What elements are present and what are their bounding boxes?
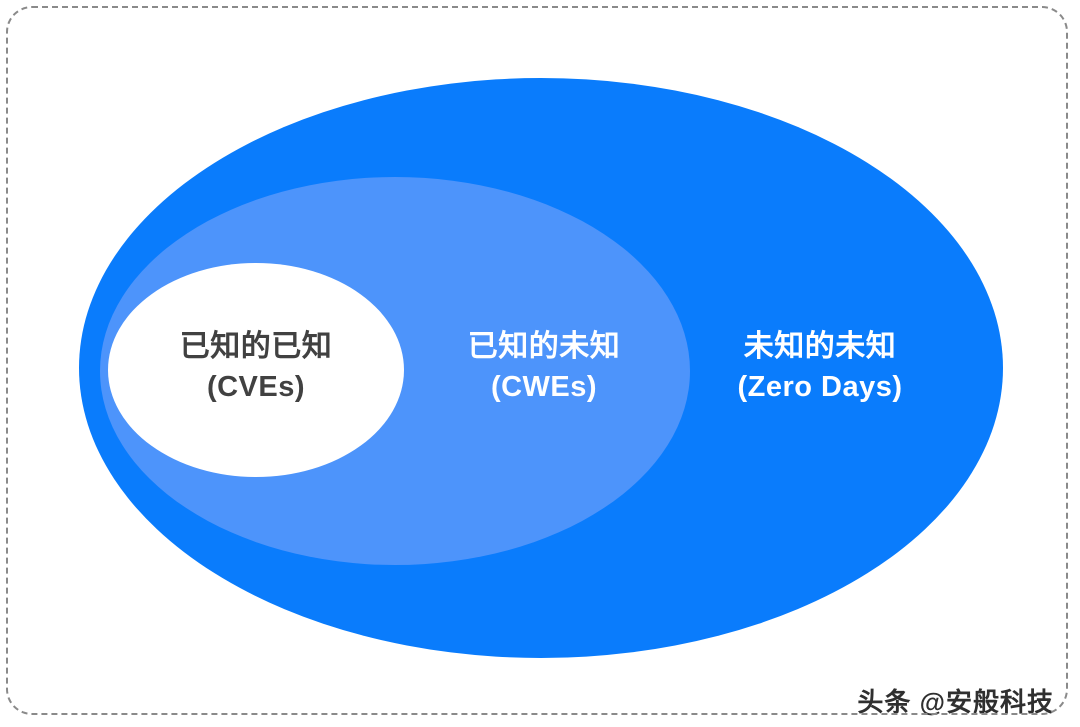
label-known-unknowns: 已知的未知 (CWEs) <box>438 329 650 405</box>
label-unknown-unknowns-en: (Zero Days) <box>737 371 903 404</box>
label-known-knowns-cn: 已知的已知 <box>179 330 333 363</box>
label-unknown-unknowns-cn: 未知的未知 <box>743 330 897 363</box>
ellipse-known-knowns <box>108 263 404 477</box>
label-known-unknowns-en: (CWEs) <box>490 371 598 404</box>
label-known-knowns-en: (CVEs) <box>206 371 306 404</box>
label-unknown-unknowns: 未知的未知 (Zero Days) <box>712 329 928 405</box>
label-known-unknowns-cn: 已知的未知 <box>467 330 621 363</box>
label-known-knowns: 已知的已知 (CVEs) <box>150 329 362 405</box>
watermark-text: 头条 @安般科技 <box>857 687 1054 717</box>
